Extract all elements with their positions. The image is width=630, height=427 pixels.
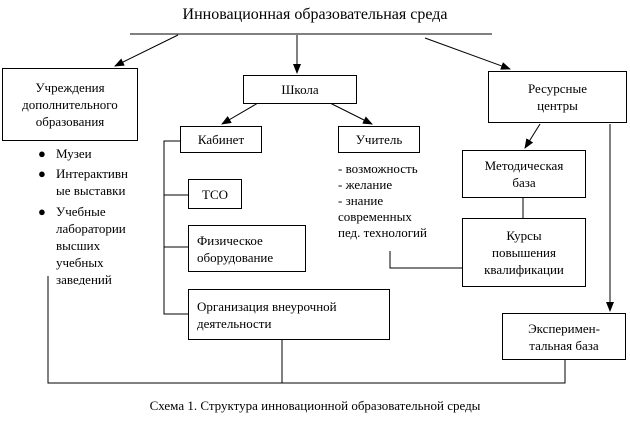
list-item-text: лаборатории <box>56 221 126 236</box>
teacher-attribute: - возможность <box>338 161 418 176</box>
box-methodical-base: Методическая база <box>462 150 586 198</box>
box-institutions-line-3: образования <box>35 114 105 129</box>
box-experimental-line-2: тальная база <box>529 337 599 353</box>
box-teacher-label: Учитель <box>355 132 403 147</box>
arrow-title-to-resource-centers <box>424 37 511 70</box>
box-institutions: Учреждения дополнительного образования <box>2 68 138 141</box>
box-courses: Курсы повышения квалификации <box>462 218 586 287</box>
bullet-icon: ● <box>38 166 46 181</box>
box-school: Школа <box>243 75 357 104</box>
box-tso: ТСО <box>188 179 242 209</box>
box-resource-centers: Ресурсные центры <box>488 71 627 123</box>
box-resource-centers-line-2: центры <box>537 98 578 113</box>
teacher-attribute: - знание <box>338 193 384 208</box>
bullet-icon: ● <box>38 204 46 219</box>
box-experimental-base: Эксперимен- тальная база <box>502 313 626 360</box>
list-item-text: Музеи <box>56 146 92 161</box>
box-extracurricular: Организация внеурочной деятельности <box>188 289 390 340</box>
box-physical-line-1: Физическое <box>197 232 263 248</box>
institution-list-clipped-text: Учебные лаборатории высших учебных завед… <box>56 203 168 285</box>
box-school-label: Школа <box>281 82 319 97</box>
box-institutions-line-2: дополнительного <box>22 97 118 112</box>
box-institutions-line-1: Учреждения <box>35 80 105 95</box>
box-experimental-line-1: Эксперимен- <box>528 320 600 336</box>
box-courses-line-2: повышения <box>491 245 556 260</box>
arrow-resources-to-methodical <box>524 123 541 149</box>
box-methodical-line-1: Методическая <box>484 158 564 173</box>
box-courses-line-1: Курсы <box>506 228 542 243</box>
box-physical-equipment: Физическое оборудование <box>188 225 306 272</box>
box-cabinet-label: Кабинет <box>197 132 245 147</box>
teacher-attributes: - возможность - желание - знание совреме… <box>338 161 427 241</box>
list-item-text: Интерактивн ые выставки <box>56 166 128 198</box>
box-methodical-line-2: база <box>512 175 536 190</box>
arrow-school-to-teacher <box>329 102 373 125</box>
teacher-attribute: - желание <box>338 177 393 192</box>
teacher-attribute: современных <box>338 209 412 224</box>
teacher-to-courses-line <box>389 251 462 269</box>
diagram-title: Инновационная образовательная среда <box>182 6 448 23</box>
diagram-caption: Схема 1. Структура инновационной образов… <box>149 398 481 413</box>
arrow-title-to-institutions <box>114 34 179 67</box>
arrow-school-to-cabinet <box>221 102 259 125</box>
box-extracurricular-line-1: Организация внеурочной <box>197 298 337 314</box>
teacher-attribute: пед. технологий <box>338 225 427 240</box>
box-physical-line-2: оборудование <box>197 249 274 265</box>
box-resource-centers-line-1: Ресурсные <box>528 81 587 96</box>
list-item-text: Учебные <box>56 204 106 219</box>
list-item-text: учебных <box>56 255 104 270</box>
box-cabinet: Кабинет <box>180 126 262 153</box>
box-courses-line-3: квалификации <box>484 262 564 277</box>
list-item-text: заведений <box>56 272 112 285</box>
box-tso-label: ТСО <box>202 186 228 202</box>
bullet-icon: ● <box>38 146 46 161</box>
institution-list: ● Музеи ● Интерактивн ые выставки ● <box>38 145 168 295</box>
box-teacher: Учитель <box>338 126 420 153</box>
bottom-feedback-line <box>47 276 566 384</box>
list-item-text: высших <box>56 238 101 253</box>
cabinet-branch-line <box>163 140 188 315</box>
box-extracurricular-line-2: деятельности <box>197 315 272 331</box>
